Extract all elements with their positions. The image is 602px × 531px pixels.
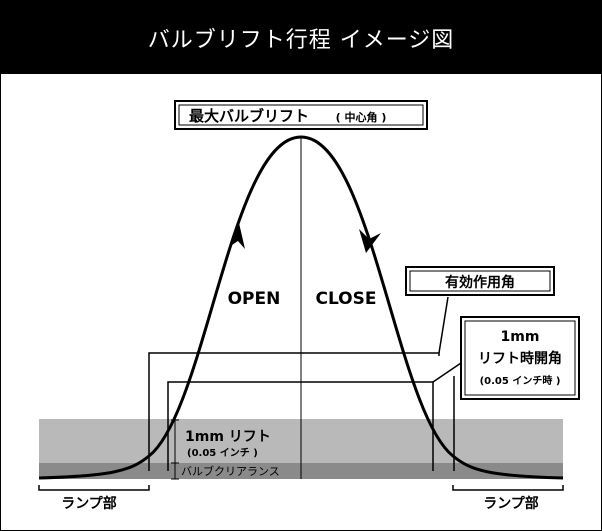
clearance-label: バルブクリアランス bbox=[181, 464, 280, 478]
max-lift-box-inner bbox=[178, 104, 424, 126]
max-lift-sub: ( 中心角 ) bbox=[336, 110, 387, 124]
lift-angle-line3: (0.05 インチ時 ) bbox=[480, 374, 561, 387]
page-title: バルブリフト行程 イメージ図 bbox=[1, 1, 601, 74]
lift-angle-line1: 1mm bbox=[501, 329, 540, 345]
effective-angle-leader bbox=[438, 296, 449, 354]
max-lift-main: 最大バルブリフト bbox=[189, 107, 309, 125]
effective-angle-bracket bbox=[148, 352, 440, 471]
max-lift-box bbox=[174, 100, 428, 130]
effective-angle-box bbox=[405, 266, 555, 296]
effective-angle-label: 有効作用角 bbox=[445, 274, 515, 291]
close-label: CLOSE bbox=[315, 289, 376, 309]
ramp-right-label: ランプ部 bbox=[483, 495, 539, 512]
lift-angle-line2: リフト時開角 bbox=[478, 350, 562, 367]
lift-angle-box bbox=[460, 316, 580, 400]
ramp-left-bracket bbox=[38, 485, 150, 491]
effective-angle-box-inner bbox=[409, 270, 551, 292]
close-arrow-icon bbox=[359, 229, 381, 253]
lift-angle-box-inner bbox=[464, 320, 576, 396]
band-lift-sub: (0.05 インチ ) bbox=[187, 447, 258, 459]
ramp-right-bracket bbox=[452, 485, 564, 491]
band-lift-main: 1mm リフト bbox=[185, 429, 271, 445]
lift-curve bbox=[38, 135, 564, 480]
ramp-left-label: ランプ部 bbox=[61, 495, 117, 512]
open-arrow-icon bbox=[229, 223, 245, 249]
lift-angle-leader bbox=[432, 362, 462, 383]
open-label: OPEN bbox=[228, 289, 281, 309]
